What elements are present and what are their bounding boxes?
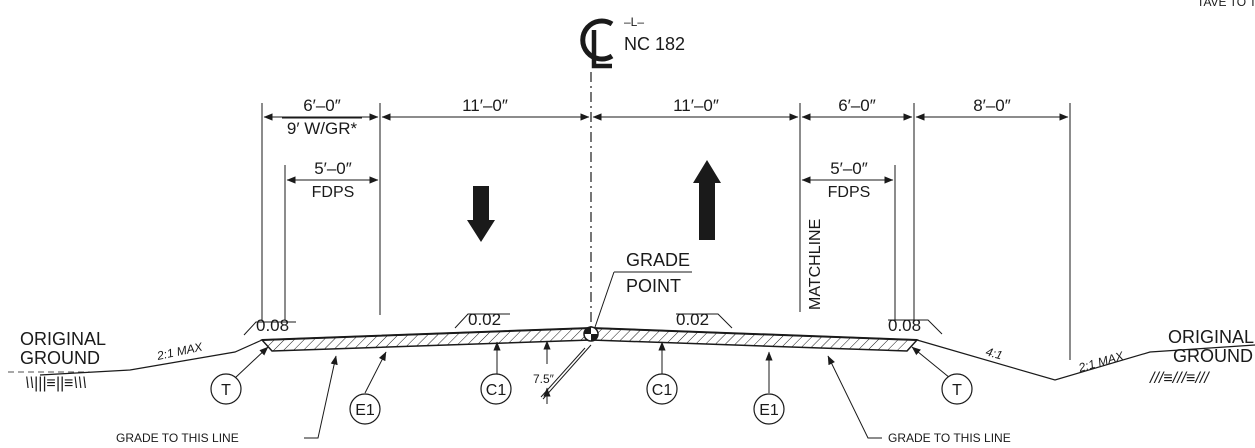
grade-point-label-1: GRADE: [626, 250, 690, 270]
dim-right-lane: 11′–0″: [673, 96, 719, 115]
svg-text:E1: E1: [759, 402, 779, 419]
svg-text:C1: C1: [652, 382, 673, 399]
left-fdps-label: FDPS: [312, 184, 355, 201]
dim-left-lane: 11′–0″: [462, 96, 508, 115]
callout-e1-right: E1: [753, 393, 785, 425]
ground-hatch-left: \\|||≡||≡\\\: [25, 375, 87, 392]
grade-right-note: GRADE TO THIS LINE: [888, 431, 1011, 445]
callout-c1-right: C1: [646, 373, 678, 405]
centerline-sublabel: –L–: [624, 15, 644, 29]
slope-right-lane: 0.02: [676, 310, 709, 329]
svg-text:T: T: [221, 382, 231, 399]
svg-text:C1: C1: [486, 382, 507, 399]
callout-e1-left: E1: [349, 393, 381, 425]
dim-right-fdps: 5′–0″: [830, 159, 868, 178]
slope-left-side: 2:1 MAX: [155, 339, 205, 363]
direction-arrow-down: [467, 186, 495, 242]
original-ground-left-2: GROUND: [20, 348, 100, 368]
matchline-label: MATCHLINE: [807, 219, 824, 310]
slope-right-back: 2:1 MAX: [1076, 348, 1126, 375]
grade-left-note: GRADE TO THIS LINE: [116, 431, 239, 445]
svg-text:E1: E1: [355, 402, 375, 419]
original-ground-left-1: ORIGINAL: [20, 329, 106, 349]
direction-arrow-up: [693, 160, 721, 240]
callout-leaders: [234, 341, 951, 394]
dim-left-shoulder: 6′–0″: [303, 96, 341, 115]
grade-point-marker: [583, 326, 599, 342]
slope-right-shoulder: 0.08: [888, 316, 921, 335]
ground-lines: [39, 339, 1255, 381]
grade-left-leader: [304, 355, 338, 439]
svg-text:T: T: [952, 382, 962, 399]
slope-right-fore: 4:1: [984, 344, 1004, 362]
grade-point-label-2: POINT: [626, 276, 681, 296]
depth-label: 7.5″: [533, 372, 555, 386]
callout-c1-left: C1: [480, 373, 512, 405]
slope-left-lane: 0.02: [468, 310, 501, 329]
ground-hatch-right: ///≡///≡///: [1149, 370, 1210, 387]
callout-t-left: T: [210, 373, 242, 405]
centerline-symbol: [580, 18, 614, 69]
grade-right-leader: [827, 355, 882, 439]
centerline-route: NC 182: [624, 34, 685, 54]
dim-left-shoulder-alt: 9′ W/GR*: [287, 119, 358, 138]
callout-t-right: T: [941, 373, 973, 405]
right-fdps-label: FDPS: [828, 184, 871, 201]
dim-right-shoulder: 6′–0″: [838, 96, 876, 115]
extension-lines: [261, 103, 1071, 360]
dim-right-far: 8′–0″: [973, 96, 1011, 115]
corner-note: TAVE TO TA: [1197, 0, 1255, 9]
dim-left-fdps: 5′–0″: [314, 159, 352, 178]
grade-point-leader: [593, 271, 615, 331]
original-ground-right-1: ORIGINAL: [1168, 327, 1254, 347]
original-ground-right-2: GROUND: [1173, 346, 1253, 366]
slope-left-shoulder: 0.08: [256, 316, 289, 335]
depth-dimension: [540, 340, 592, 404]
